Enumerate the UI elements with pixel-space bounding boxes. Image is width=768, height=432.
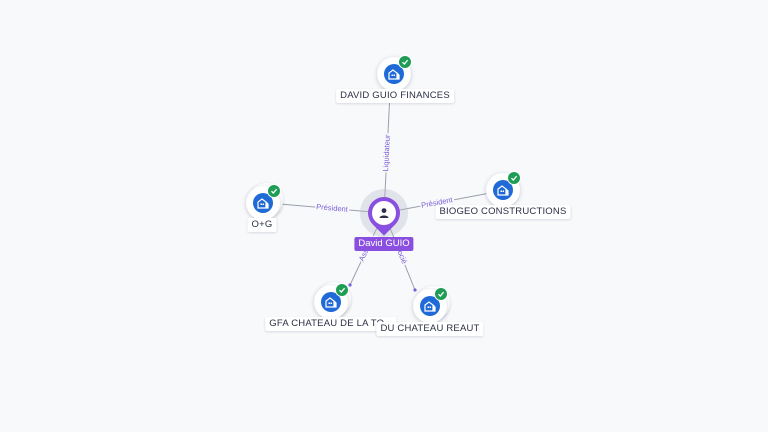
company-label-chateau-reaut[interactable]: DU CHATEAU REAUT — [376, 322, 484, 336]
edge-arrow-gfa-chateau — [348, 283, 352, 287]
company-label-biogeo-constructions[interactable]: BIOGEO CONSTRUCTIONS — [435, 205, 571, 219]
edge-label-david-guio-finances: Liquidateur — [381, 134, 392, 172]
company-node-biogeo-constructions[interactable] — [486, 171, 521, 207]
person-name[interactable]: David GUIO — [354, 237, 414, 251]
building-icon — [384, 64, 404, 84]
company-node-david-guio-finances[interactable] — [377, 55, 412, 91]
company-label-o-g[interactable]: O+G — [247, 218, 277, 232]
verified-check-icon — [507, 171, 521, 185]
company-label-gfa-chateau[interactable]: GFA CHATEAU DE LA TO... — [265, 317, 397, 331]
edge-david-guio-finances — [383, 92, 391, 214]
edge-label-o-g: Président — [316, 202, 349, 214]
person-icon — [372, 201, 396, 225]
edge-arrow-chateau-reaut — [413, 288, 417, 292]
edge-biogeo-constructions — [383, 192, 491, 214]
building-icon — [420, 296, 440, 316]
building-icon — [253, 193, 273, 213]
company-node-o-g[interactable] — [246, 183, 283, 220]
verified-check-icon — [398, 55, 412, 69]
verified-check-icon — [335, 283, 349, 297]
building-icon — [493, 180, 513, 200]
building-icon — [321, 292, 341, 312]
company-label-david-guio-finances[interactable]: DAVID GUIO FINANCES — [336, 89, 454, 103]
verified-check-icon — [267, 184, 281, 198]
verified-check-icon — [434, 287, 448, 301]
company-node-chateau-reaut[interactable] — [413, 286, 450, 323]
company-node-gfa-chateau[interactable] — [314, 282, 351, 319]
